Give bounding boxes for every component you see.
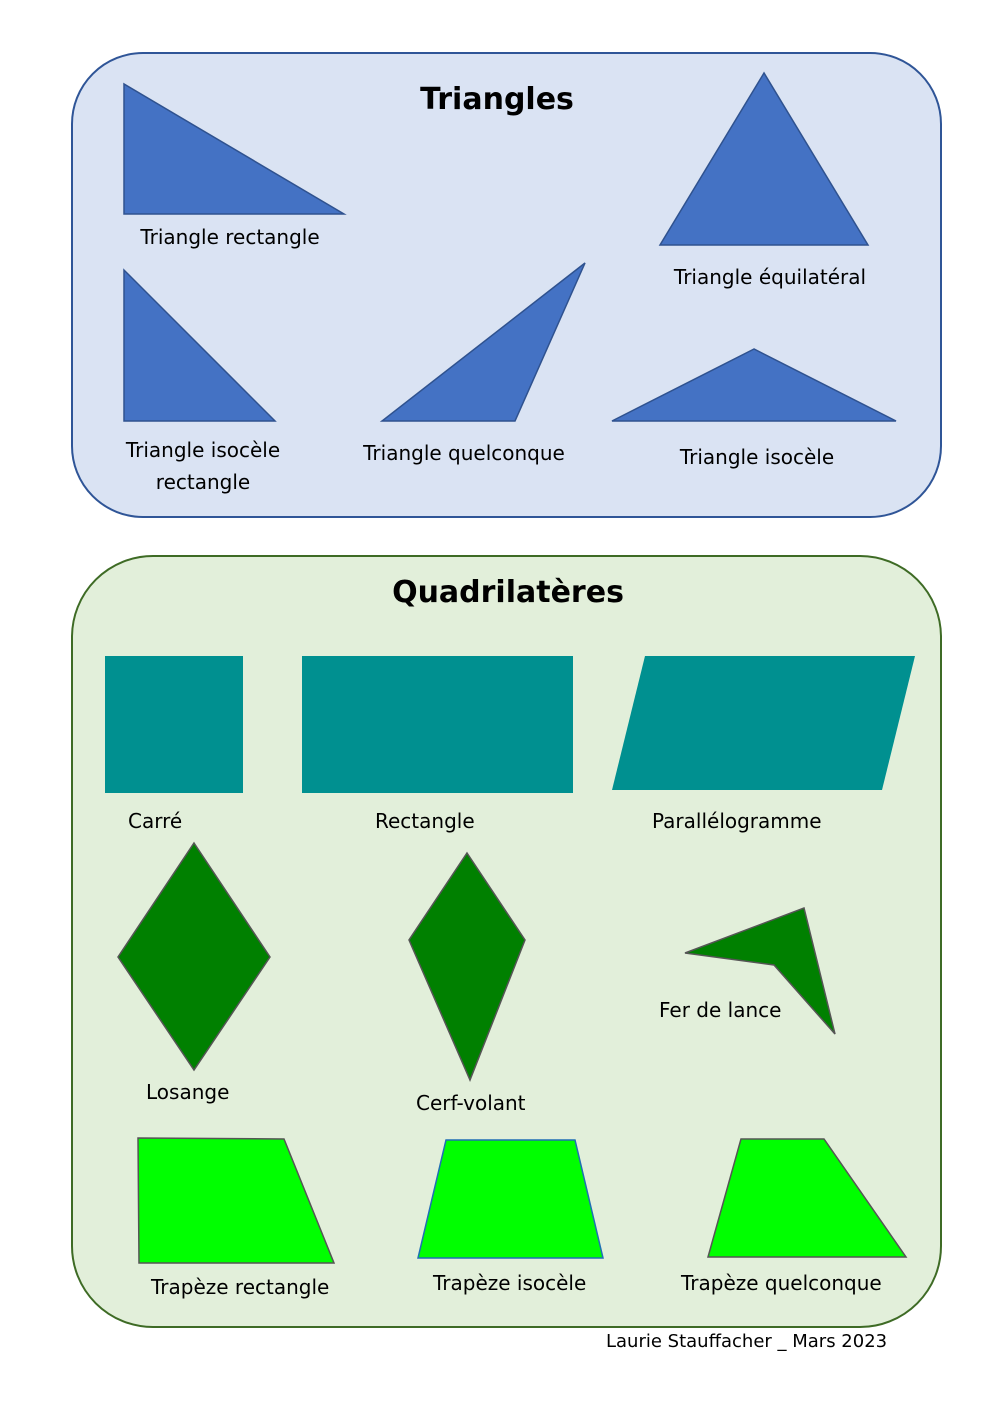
fer-de-lance-shape [684, 906, 836, 1035]
label-trapeze-quelconque: Trapèze quelconque [681, 1271, 882, 1295]
triangle-isocele-rectangle-shape [123, 268, 277, 422]
label-triangle-rectangle: Triangle rectangle [140, 225, 320, 249]
label-parallelogramme: Parallélogramme [652, 809, 822, 833]
triangles-heading: Triangles [420, 82, 574, 117]
author-credit: Laurie Stauffacher _ Mars 2023 [606, 1331, 888, 1352]
triangle-isocele-shape [611, 348, 897, 422]
label-triangle-equilateral: Triangle équilatéral [673, 265, 867, 289]
parallelogramme-shape [612, 656, 915, 790]
trapeze-quelconque-shape [707, 1138, 908, 1258]
quadrilaterals-heading: Quadrilatères [392, 575, 624, 610]
triangle-quelconque-shape [379, 262, 586, 422]
label-trapeze-isocele: Trapèze isocèle [433, 1271, 587, 1295]
trapeze-rectangle-shape [137, 1137, 336, 1264]
label-carre: Carré [128, 809, 183, 833]
label-triangle-isocele-rectangle-line2: rectangle [155, 470, 251, 494]
trapeze-isocele-shape [417, 1139, 604, 1259]
label-rectangle: Rectangle [375, 809, 475, 833]
label-trapeze-rectangle: Trapèze rectangle [151, 1275, 330, 1299]
carre-shape [105, 656, 243, 793]
rectangle-shape [302, 656, 573, 793]
label-triangle-isocele-rectangle-line1: Triangle isocèle [125, 438, 281, 462]
label-losange: Losange [146, 1080, 230, 1104]
triangle-rectangle-shape [123, 82, 347, 215]
triangle-equilateral-shape [658, 71, 870, 246]
label-fer-de-lance: Fer de lance [659, 998, 782, 1022]
label-triangle-quelconque: Triangle quelconque [363, 441, 565, 465]
label-triangle-isocele: Triangle isocèle [679, 445, 835, 469]
label-cerf-volant: Cerf-volant [416, 1091, 526, 1115]
losange-shape [117, 841, 271, 1072]
cerf-volant-shape [408, 851, 526, 1082]
